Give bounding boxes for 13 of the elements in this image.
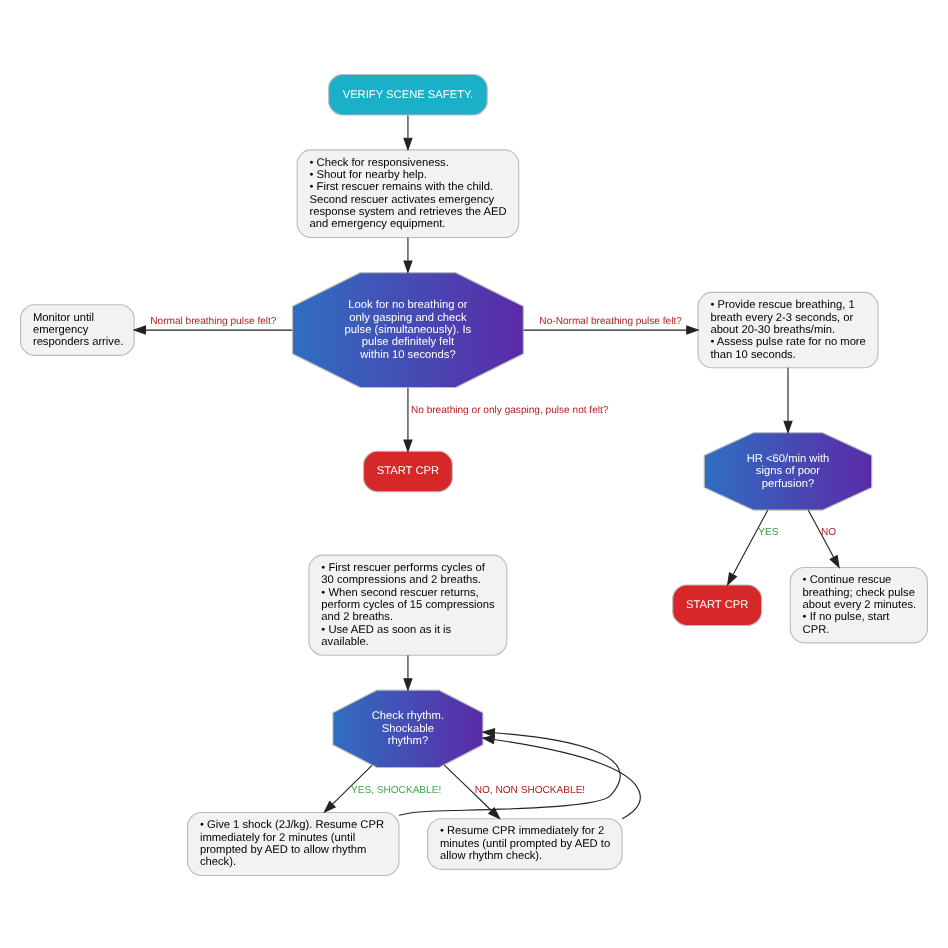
arrow bbox=[807, 508, 840, 568]
arrow bbox=[403, 653, 413, 691]
arrow bbox=[398, 727, 621, 815]
arrow bbox=[783, 366, 793, 434]
arrow bbox=[403, 113, 413, 151]
arrow bbox=[522, 324, 700, 334]
arrow bbox=[481, 733, 641, 819]
arrow bbox=[726, 508, 769, 586]
arrow bbox=[443, 763, 501, 819]
arrow bbox=[132, 324, 293, 334]
arrow bbox=[403, 386, 413, 452]
arrow bbox=[403, 236, 413, 274]
arrow bbox=[323, 763, 373, 813]
